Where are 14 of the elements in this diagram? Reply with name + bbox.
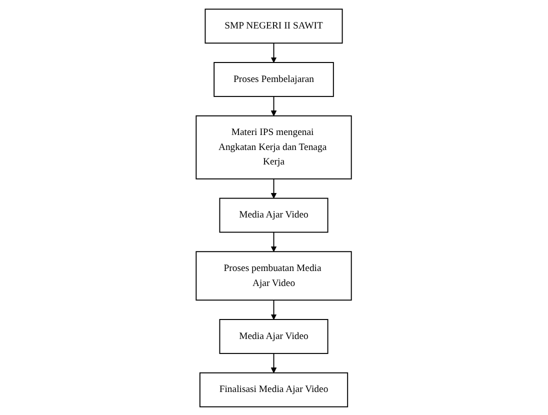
- node-box: [204, 8, 343, 44]
- node-box: [219, 197, 328, 232]
- node-box: [219, 318, 328, 354]
- arrow: [271, 95, 277, 116]
- arrow: [271, 231, 277, 252]
- flowchart: SMP NEGERI II SAWIT Proses Pembelajaran Materi IPS mengenai Angkatan Kerja dan Tenaga Kerja Media Ajar Video Proses pembuatan Media Ajar Video Media Ajar Video Finalisasi Media Ajar Video: [191, 4, 357, 412]
- arrow: [271, 178, 277, 198]
- node-box: [200, 372, 348, 407]
- node-box: [196, 114, 352, 179]
- arrow: [271, 299, 277, 320]
- node-box: [214, 62, 334, 96]
- node-box: [196, 250, 352, 300]
- arrow: [271, 42, 277, 62]
- arrow: [271, 352, 277, 373]
